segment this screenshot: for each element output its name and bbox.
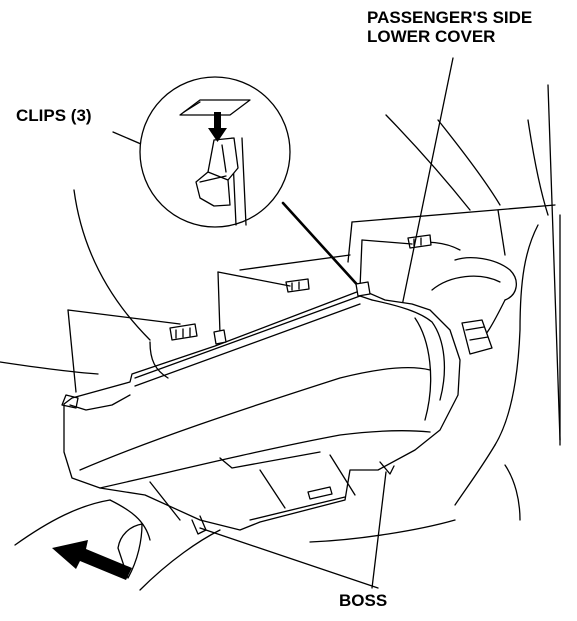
passenger-side-lower-cover-label: PASSENGER'S SIDE LOWER COVER xyxy=(367,8,532,46)
leader-lines xyxy=(67,57,454,589)
dashboard-inner-structure xyxy=(409,209,517,355)
clips-label: CLIPS (3) xyxy=(16,106,92,125)
magnifier-connector xyxy=(281,201,364,292)
clip-slots xyxy=(169,234,432,341)
magnifier-detail xyxy=(139,76,291,228)
cover-label-line1: PASSENGER'S SIDE xyxy=(367,8,533,27)
lower-cover-panel xyxy=(61,281,461,535)
cover-label-line2: LOWER COVER xyxy=(367,27,496,46)
boss-label: BOSS xyxy=(339,591,388,610)
removal-arrow xyxy=(52,523,143,580)
